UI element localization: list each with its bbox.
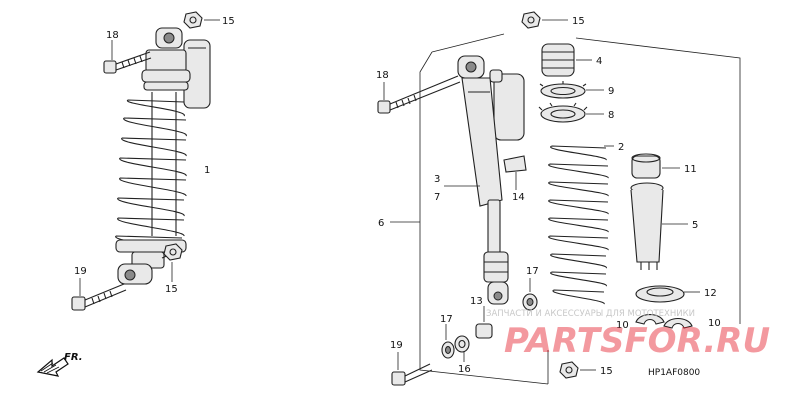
- front-direction-arrow: FR.: [36, 352, 83, 377]
- callout-16: 16: [458, 364, 471, 375]
- callout-17-right: 17: [526, 266, 539, 277]
- collar-13[interactable]: [475, 323, 493, 339]
- stopper-clip-10[interactable]: [635, 313, 693, 329]
- callout-12: 12: [704, 288, 717, 299]
- left-lower-bolt-19[interactable]: [71, 283, 127, 311]
- watermark-tagline: ЗАПЧАСТИ И АКСЕССУАРЫ ДЛЯ МОТОТЕХНИКИ: [486, 309, 695, 319]
- callout-4: 4: [596, 56, 602, 67]
- callout-15-right-top: 15: [572, 16, 585, 27]
- left-upper-bolt-18[interactable]: [103, 51, 152, 74]
- callout-15-right-bottom: 15: [600, 366, 613, 377]
- dust-seal-left-17[interactable]: [441, 341, 455, 359]
- callout-3: 3: [434, 174, 440, 185]
- assembled-shock-absorber[interactable]: [115, 27, 211, 285]
- callout-15-left-top: 15: [222, 16, 235, 27]
- callout-18-left: 18: [106, 30, 119, 41]
- callout-15-left-bottom: 15: [165, 284, 178, 295]
- dust-boot-5[interactable]: [630, 182, 664, 270]
- dust-seal-right-17[interactable]: [522, 293, 538, 311]
- diagram-code: HP1AF0800: [648, 368, 700, 378]
- right-lower-bolt-19[interactable]: [391, 363, 433, 386]
- spring-seat-12[interactable]: [635, 285, 685, 303]
- spring-adjuster-4[interactable]: [541, 43, 575, 77]
- right-upper-bolt-18[interactable]: [377, 75, 461, 114]
- damper-body[interactable]: [457, 55, 525, 305]
- callout-17-left: 17: [440, 314, 453, 325]
- callout-5: 5: [692, 220, 698, 231]
- callout-9: 9: [608, 86, 614, 97]
- direction-label: FR.: [64, 352, 83, 363]
- group-bracket-6: [419, 33, 741, 385]
- callout-6: 6: [378, 218, 384, 229]
- adjuster-nut-8[interactable]: [538, 102, 588, 123]
- left-lower-nut-15[interactable]: [163, 243, 183, 261]
- main-spring-2[interactable]: [548, 145, 609, 305]
- callout-1: 1: [204, 165, 210, 176]
- callout-8: 8: [608, 110, 614, 121]
- watermark-brand: PARTSFOR.RU: [504, 321, 770, 361]
- stopper-cap-11[interactable]: [631, 153, 661, 179]
- callout-10-right: 10: [708, 318, 721, 329]
- callout-7: 7: [434, 192, 440, 203]
- lock-nut-9[interactable]: [539, 81, 587, 99]
- right-lower-nut-15[interactable]: [559, 361, 579, 379]
- callout-13: 13: [470, 296, 483, 307]
- callout-18-right: 18: [376, 70, 389, 81]
- callout-14: 14: [512, 192, 525, 203]
- callout-19-right: 19: [390, 340, 403, 351]
- right-upper-nut-15[interactable]: [521, 11, 541, 29]
- callout-19-left: 19: [74, 266, 87, 277]
- callout-10-left: 10: [616, 320, 629, 331]
- callout-11: 11: [684, 164, 697, 175]
- left-upper-nut-15[interactable]: [183, 11, 203, 29]
- bearing-16[interactable]: [454, 335, 470, 353]
- label-14[interactable]: [503, 155, 527, 173]
- callout-2: 2: [618, 142, 624, 153]
